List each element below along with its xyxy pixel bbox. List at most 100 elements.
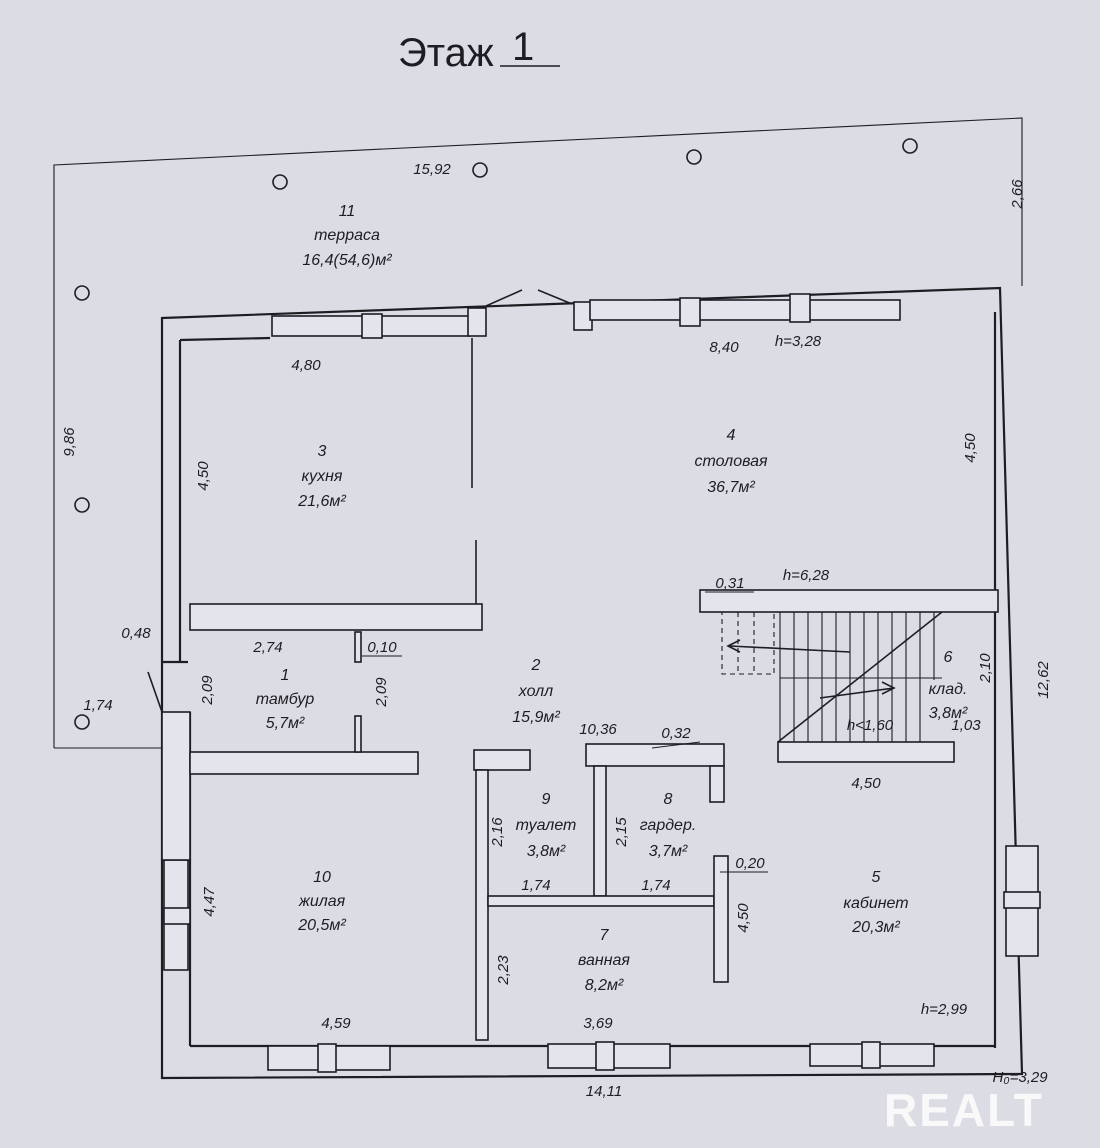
exterior-wall-top-inner (179, 336, 271, 342)
terrace-column (272, 174, 288, 190)
room-4-name: столовая (694, 453, 768, 470)
room-9-number: 9 (542, 791, 551, 808)
room-2-name: холл (518, 683, 553, 700)
room-10-number: 10 (313, 869, 331, 886)
room-6-name: клад. (929, 681, 968, 698)
watermark-logo: REALT (884, 1084, 1044, 1136)
room-3-number: 3 (318, 443, 327, 460)
dim-wall-031: 0,31 (715, 575, 744, 592)
window-mullion (861, 1041, 881, 1069)
dim-height-2: h=6,28 (783, 567, 830, 584)
floor-title-label: Этаж (398, 31, 494, 75)
room-1-name: тамбур (256, 691, 315, 708)
room-1-area: 5,7м² (266, 715, 305, 732)
window-mullion (361, 313, 383, 339)
dim-wardrobe-depth: 2,15 (613, 817, 630, 848)
window-mullion (317, 1043, 337, 1073)
wall-tambour-living (189, 751, 419, 775)
dim-toilet-width: 1,74 (521, 877, 550, 894)
dim-living-depth: 4,47 (201, 887, 218, 917)
wall-stair-office (777, 741, 955, 763)
wall-hall-wardrobe (585, 743, 725, 767)
room-7-number: 7 (600, 927, 610, 944)
room-9-area: 3,8м² (527, 843, 566, 860)
dim-bath-depth: 2,23 (495, 955, 512, 986)
wall-living-bath (475, 769, 489, 1041)
dim-office-width: 4,50 (851, 775, 881, 792)
dim-storage-height: h<1,60 (847, 717, 894, 734)
dim-dining-depth: 4,50 (962, 433, 979, 463)
dim-tambour-depth-left: 2,09 (199, 675, 216, 706)
window-mullion (1003, 891, 1041, 909)
dim-partition-020: 0,20 (735, 855, 765, 872)
room-5-name: кабинет (843, 895, 908, 912)
terrace-column (74, 714, 90, 730)
wall-pier-left (161, 711, 191, 861)
dim-height-3: h=2,99 (921, 1001, 968, 1018)
room-8-number: 8 (664, 791, 673, 808)
stair-arrow-up (729, 645, 851, 653)
dim-terrace-depth: 2,66 (1009, 179, 1026, 210)
room-6-area: 3,8м² (929, 705, 968, 722)
room-9-name: туалет (516, 817, 577, 834)
room-11-number: 11 (339, 203, 356, 220)
room-1-number: 1 (281, 667, 290, 684)
dim-storage-depth: 2,10 (977, 653, 994, 684)
dim-wardrobe-width: 1,74 (641, 877, 670, 894)
wall-hall-toilet (473, 749, 531, 771)
dim-height-1: h=3,28 (775, 333, 822, 350)
terrace-door-leaf-right (537, 289, 573, 305)
terrace-door-leaf-left (485, 289, 523, 307)
dim-terrace-side: 9,86 (61, 427, 78, 457)
dim-wall-032: 0,32 (661, 725, 691, 742)
window-mullion (595, 1041, 615, 1071)
room-5-number: 5 (872, 869, 881, 886)
room-11-area: 16,4(54,6)м² (302, 252, 392, 269)
terrace-column (472, 162, 488, 178)
dim-kitchen-width: 4,80 (291, 357, 321, 374)
terrace-column (74, 497, 90, 513)
dim-storage-width: 1,03 (951, 717, 981, 734)
room-7-name: ванная (578, 952, 630, 969)
dim-total-height: Н₀=3,29 (992, 1069, 1048, 1086)
door-jamb-left (467, 307, 487, 337)
wall-bath-top (487, 895, 715, 907)
dim-toilet-depth: 2,16 (489, 817, 506, 848)
room-7-area: 8,2м² (585, 977, 624, 994)
room-3-name: кухня (302, 468, 343, 485)
window-mullion (163, 907, 191, 925)
stair-dashed-flight (721, 611, 775, 675)
room-5-area: 20,3м² (851, 919, 900, 936)
wall-wardrobe-end (709, 765, 725, 803)
dim-tambour-width: 2,74 (252, 639, 282, 656)
stair-arrow-down (819, 687, 895, 699)
room-10-area: 20,5м² (297, 917, 346, 934)
room-4-area: 36,7м² (707, 479, 755, 496)
dim-house-length: 14,11 (586, 1083, 622, 1100)
room-4-number: 4 (727, 427, 736, 444)
dim-living-width: 4,59 (321, 1015, 351, 1032)
partition-tambour-bottom (354, 715, 362, 753)
terrace-column (902, 138, 918, 154)
dim-hall-width: 10,36 (579, 721, 617, 738)
dim-terrace-length: 15,92 (413, 161, 451, 178)
dim-office-depth: 4,50 (735, 903, 752, 933)
window-mullion (789, 293, 811, 323)
dim-partition-010: 0,10 (367, 639, 397, 656)
wall-dining-stair (699, 589, 999, 613)
terrace-boundary (53, 117, 1023, 748)
staircase (721, 611, 943, 743)
dim-dining-width: 8,40 (709, 339, 739, 356)
window-mullion (679, 297, 701, 327)
room-6-number: 6 (944, 649, 953, 666)
dim-tambour-depth-right: 2,09 (373, 677, 390, 708)
stair-break-line (777, 611, 943, 743)
terrace-column (686, 149, 702, 165)
dim-porch-width: 1,74 (83, 697, 112, 714)
wall-toilet-wardrobe (593, 765, 607, 897)
partition-tambour-top (354, 631, 362, 663)
dim-bath-width: 3,69 (583, 1015, 613, 1032)
room-11-name: терраса (314, 227, 380, 244)
